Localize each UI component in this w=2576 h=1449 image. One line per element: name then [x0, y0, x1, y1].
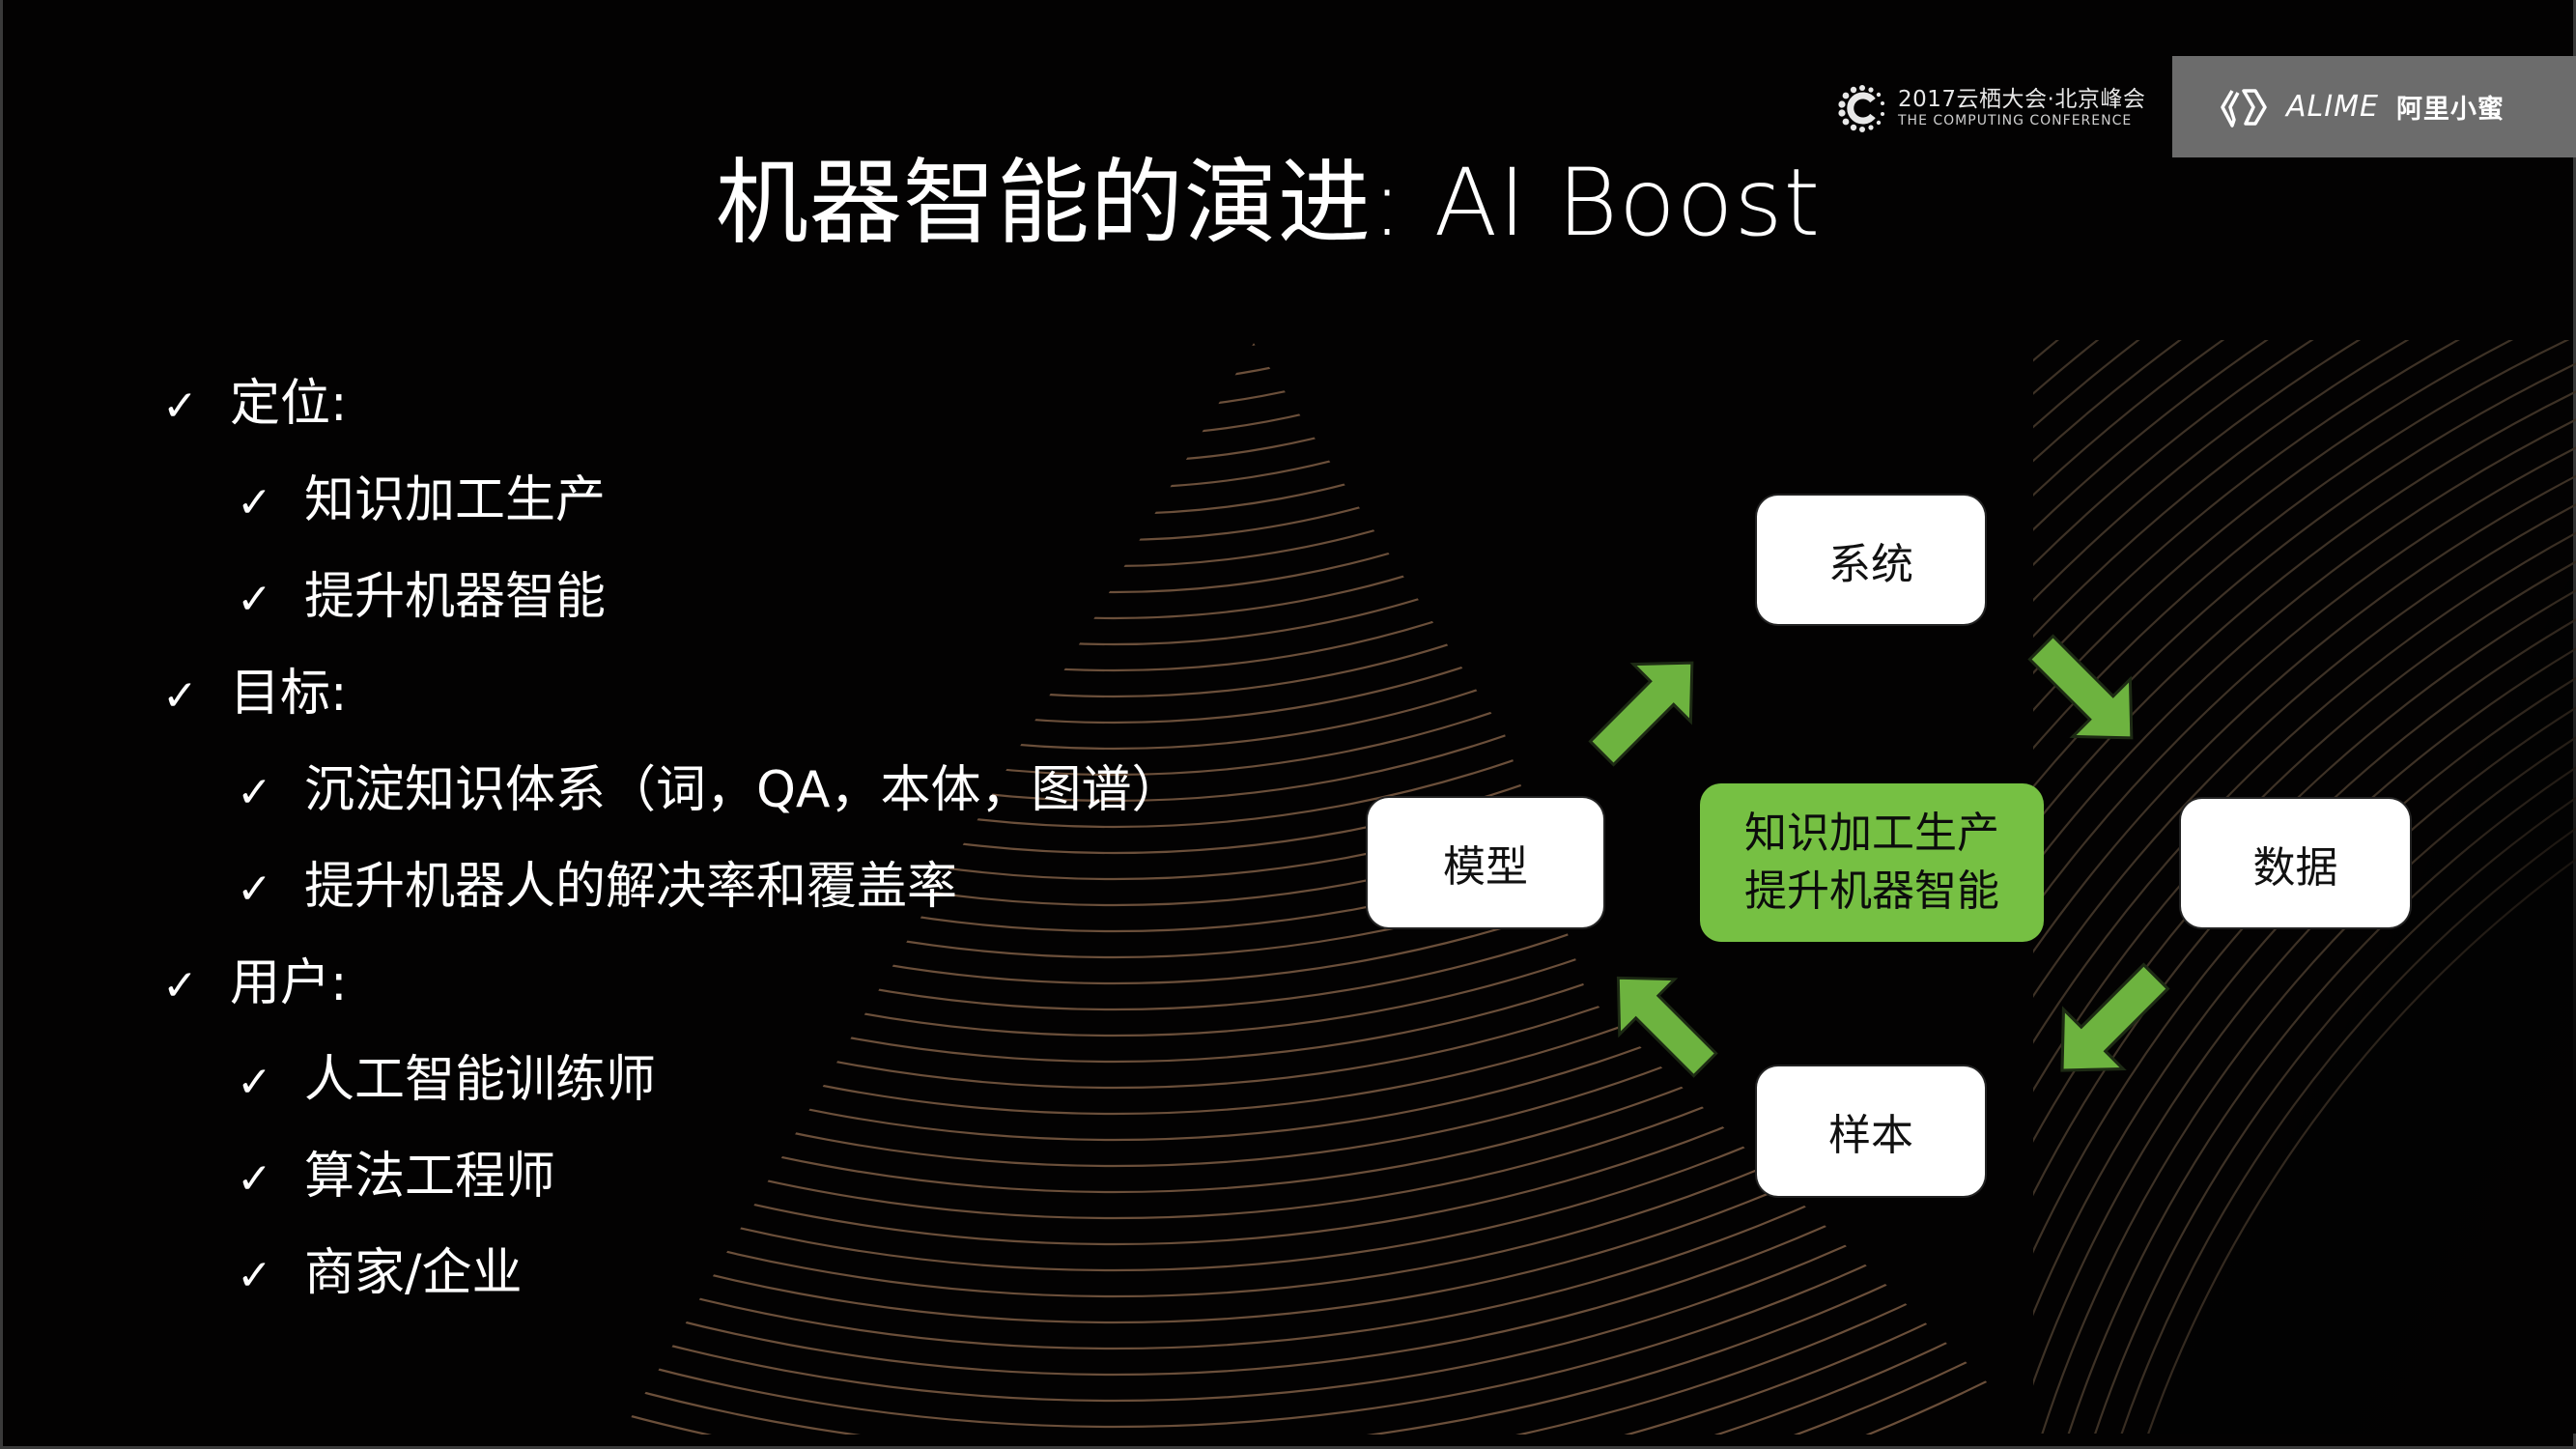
bullet-text: 用户: — [230, 954, 348, 1012]
arrow-down-right-icon — [2027, 634, 2134, 740]
node-model: 模型 — [1368, 798, 1603, 927]
bullet-item: ✓ 人工智能训练师 — [237, 1051, 656, 1112]
check-icon: ✓ — [162, 671, 198, 721]
bullet-item: ✓ 商家/企业 — [237, 1244, 523, 1305]
bullet-item: ✓ 沉淀知识体系（词，QA，本体，图谱） — [237, 761, 1182, 822]
bullet-text: 算法工程师 — [304, 1148, 556, 1206]
conference-title-cn: 2017云栖大会·北京峰会 — [1898, 87, 2146, 112]
alime-hexagon-icon — [2221, 88, 2267, 128]
center-core-box: 知识加工生产 提升机器智能 — [1700, 783, 2044, 942]
bullet-item: ✓ 提升机器智能 — [237, 568, 606, 629]
check-icon: ✓ — [237, 1154, 272, 1204]
bullet-text: 目标: — [230, 665, 348, 723]
node-system: 系统 — [1757, 496, 1985, 624]
alime-brand-logo: ALIME 阿里小蜜 — [2172, 56, 2576, 157]
bullet-item: ✓ 定位: — [162, 375, 348, 436]
conference-logo: 2017云栖大会·北京峰会 THE COMPUTING CONFERENCE — [1836, 81, 2145, 135]
check-icon: ✓ — [237, 1058, 272, 1107]
computing-conference-c-icon — [1838, 85, 1884, 132]
check-icon: ✓ — [162, 382, 198, 431]
center-line-1: 知识加工生产 — [1744, 809, 1999, 858]
check-icon: ✓ — [237, 768, 272, 817]
arrow-up-left-icon — [1616, 976, 1718, 1078]
arrow-up-right-icon — [1588, 661, 1694, 767]
bullet-text: 沉淀知识体系（词，QA，本体，图谱） — [304, 761, 1182, 819]
bullet-item: ✓ 算法工程师 — [237, 1148, 555, 1208]
bullet-text: 提升机器智能 — [304, 568, 607, 626]
check-icon: ✓ — [237, 865, 272, 914]
bullet-text: 商家/企业 — [304, 1244, 523, 1302]
center-line-2: 提升机器智能 — [1744, 867, 1999, 916]
check-icon: ✓ — [237, 478, 272, 527]
check-icon: ✓ — [162, 961, 198, 1010]
bullet-item: ✓ 目标: — [162, 665, 348, 725]
slide-title: 机器智能的演进: AI Boost — [715, 149, 1822, 257]
bullet-text: 知识加工生产 — [304, 471, 607, 529]
check-icon: ✓ — [237, 575, 272, 624]
arrow-down-left-icon — [2060, 962, 2170, 1072]
alime-name-cn: 阿里小蜜 — [2395, 95, 2505, 125]
node-sample: 样本 — [1757, 1066, 1985, 1196]
check-icon: ✓ — [237, 1251, 272, 1300]
bullet-text: 定位: — [230, 375, 348, 433]
node-data: 数据 — [2181, 799, 2410, 927]
conference-title-en: THE COMPUTING CONFERENCE — [1898, 113, 2133, 128]
alime-name: ALIME — [2286, 90, 2379, 124]
bullet-item: ✓ 提升机器人的解决率和覆盖率 — [237, 858, 957, 919]
decorative-background — [621, 340, 2576, 1435]
bullet-item: ✓ 知识加工生产 — [237, 471, 606, 532]
bullet-item: ✓ 用户: — [162, 954, 348, 1015]
bullet-text: 提升机器人的解决率和覆盖率 — [304, 858, 958, 916]
bullet-text: 人工智能训练师 — [304, 1051, 657, 1109]
